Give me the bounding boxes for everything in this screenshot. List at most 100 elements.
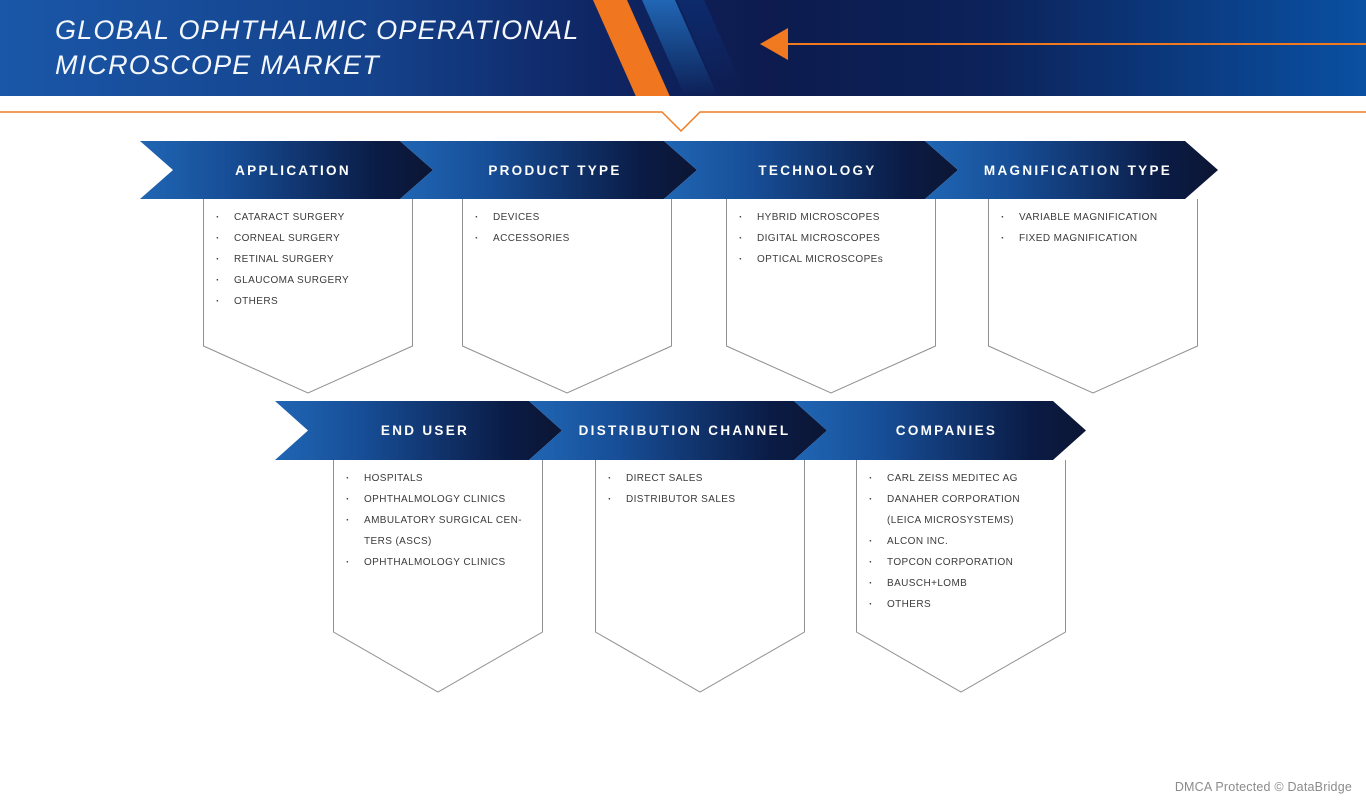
list-item-text: BAUSCH+LOMB (887, 578, 968, 589)
bullet-dot-icon (857, 531, 887, 552)
segment-label: TECHNOLOGY (758, 162, 877, 178)
bullet-dot-icon (204, 228, 234, 249)
list-item: CATARACT SURGERY (204, 207, 412, 228)
segment-banner-distribution-channel: DISTRIBUTION CHANNEL (529, 401, 827, 460)
segment-label: APPLICATION (235, 162, 351, 178)
bullet-dot-icon (727, 249, 757, 270)
list-item-text: VARIABLE MAGNIFICATION (1019, 212, 1158, 223)
list-item-text: AMBULATORY SURGICAL CEN- (364, 515, 522, 526)
segment-list-technology: HYBRID MICROSCOPES DIGITAL MICROSCOPES OPT… (727, 207, 935, 270)
pennant-outline-technology (726, 199, 936, 394)
segment-list-companies: CARL ZEISS MEDITEC AG DANAHER CORPORATION… (857, 468, 1065, 615)
segment-banner-application: APPLICATION (140, 141, 433, 199)
watermark: DMCA Protected © DataBridge (1174, 780, 1352, 794)
bullet-spacer (857, 510, 887, 531)
segment-list-application: CATARACT SURGERY CORNEAL SURGERY RETINAL S… (204, 207, 412, 312)
list-item-text: ALCON INC. (887, 536, 949, 547)
bullet-dot-icon (463, 207, 493, 228)
bullet-dot-icon (857, 489, 887, 510)
bullet-dot-icon (204, 270, 234, 291)
pennant-border (988, 199, 1198, 394)
segment-label: MAGNIFICATION TYPE (983, 162, 1173, 178)
list-item-text: HYBRID MICROSCOPES (757, 212, 880, 223)
list-item: AMBULATORY SURGICAL CEN- (334, 510, 542, 531)
bullet-dot-icon (727, 228, 757, 249)
list-item-text: RETINAL SURGERY (234, 254, 334, 265)
list-item-text: OPHTHALMOLOGY CLINICS (364, 494, 506, 505)
pennant-border (333, 460, 543, 693)
list-item-text: OPHTHALMOLOGY CLINICS (364, 557, 506, 568)
left-arrow-line (786, 43, 1366, 45)
list-item-text: DIGITAL MICROSCOPES (757, 233, 881, 244)
list-item: OPHTHALMOLOGY CLINICS (334, 489, 542, 510)
bullet-dot-icon (989, 207, 1019, 228)
segment-banner-companies: COMPANIES (794, 401, 1086, 460)
list-item-text: (LEICA MICROSYSTEMS) (887, 515, 1014, 526)
list-item: DEVICES (463, 207, 671, 228)
list-item: BAUSCH+LOMB (857, 573, 1065, 594)
list-item: RETINAL SURGERY (204, 249, 412, 270)
list-item: ACCESSORIES (463, 228, 671, 249)
list-item: TOPCON CORPORATION (857, 552, 1065, 573)
list-item-text: ACCESSORIES (493, 233, 570, 244)
list-item-text: CORNEAL SURGERY (234, 233, 341, 244)
divider-line (0, 111, 1366, 133)
pennant-border (462, 199, 672, 394)
bullet-dot-icon (204, 291, 234, 312)
bullet-dot-icon (596, 468, 626, 489)
list-item-text: TERS (ASCS) (364, 536, 432, 547)
chevron-down-icon (0, 111, 1366, 133)
list-item-text: TOPCON CORPORATION (887, 557, 1014, 568)
list-item-text: OPTICAL MICROSCOPEs (757, 254, 884, 265)
segment-banner-product-type: PRODUCT TYPE (400, 141, 697, 199)
bullet-dot-icon (596, 489, 626, 510)
header-banner: GLOBAL OPHTHALMIC OPERATIONAL MICROSCOPE… (0, 0, 1366, 96)
pennant-outline-product-type (462, 199, 672, 394)
bullet-dot-icon (334, 489, 364, 510)
bullet-dot-icon (857, 468, 887, 489)
list-item-text: DANAHER CORPORATION (887, 494, 1020, 505)
list-item: (LEICA MICROSYSTEMS) (857, 510, 1065, 531)
list-item: DIRECT SALES (596, 468, 804, 489)
list-item: GLAUCOMA SURGERY (204, 270, 412, 291)
segment-list-magnification-type: VARIABLE MAGNIFICATION FIXED MAGNIFICATIO… (989, 207, 1197, 249)
list-item: ALCON INC. (857, 531, 1065, 552)
list-item-text: DIRECT SALES (626, 473, 703, 484)
list-item-text: DISTRIBUTOR SALES (626, 494, 736, 505)
segment-list-product-type: DEVICES ACCESSORIES (463, 207, 671, 249)
bullet-dot-icon (334, 552, 364, 573)
pennant-border (726, 199, 936, 394)
bullet-dot-icon (334, 510, 364, 531)
list-item: OTHERS (857, 594, 1065, 615)
list-item: OTHERS (204, 291, 412, 312)
list-item-text: DEVICES (493, 212, 540, 223)
list-item-text: FIXED MAGNIFICATION (1019, 233, 1138, 244)
pennant-border (595, 460, 805, 693)
segment-label: END USER (380, 423, 470, 438)
list-item: OPTICAL MICROSCOPEs (727, 249, 935, 270)
bullet-dot-icon (857, 552, 887, 573)
pennant-outline-end-user (333, 460, 543, 693)
list-item-text: CARL ZEISS MEDITEC AG (887, 473, 1018, 484)
segment-list-end-user: HOSPITALS OPHTHALMOLOGY CLINICS AMBULATORY… (334, 468, 542, 573)
list-item: CARL ZEISS MEDITEC AG (857, 468, 1065, 489)
list-item: TERS (ASCS) (334, 531, 542, 552)
list-item: FIXED MAGNIFICATION (989, 228, 1197, 249)
list-item-text: OTHERS (887, 599, 932, 610)
segment-banner-technology: TECHNOLOGY (664, 141, 958, 199)
list-item-text: CATARACT SURGERY (234, 212, 345, 223)
bullet-dot-icon (204, 207, 234, 228)
list-item: OPHTHALMOLOGY CLINICS (334, 552, 542, 573)
list-item: HOSPITALS (334, 468, 542, 489)
list-item: HYBRID MICROSCOPES (727, 207, 935, 228)
list-item-text: HOSPITALS (364, 473, 423, 484)
pennant-outline-magnification-type (988, 199, 1198, 394)
segment-label: COMPANIES (895, 423, 998, 438)
page-title: GLOBAL OPHTHALMIC OPERATIONAL MICROSCOPE… (55, 15, 580, 80)
list-item: CORNEAL SURGERY (204, 228, 412, 249)
bullet-dot-icon (857, 594, 887, 615)
segment-label: PRODUCT TYPE (488, 162, 622, 178)
segment-label: DISTRIBUTION CHANNEL (578, 423, 791, 438)
list-item: VARIABLE MAGNIFICATION (989, 207, 1197, 228)
